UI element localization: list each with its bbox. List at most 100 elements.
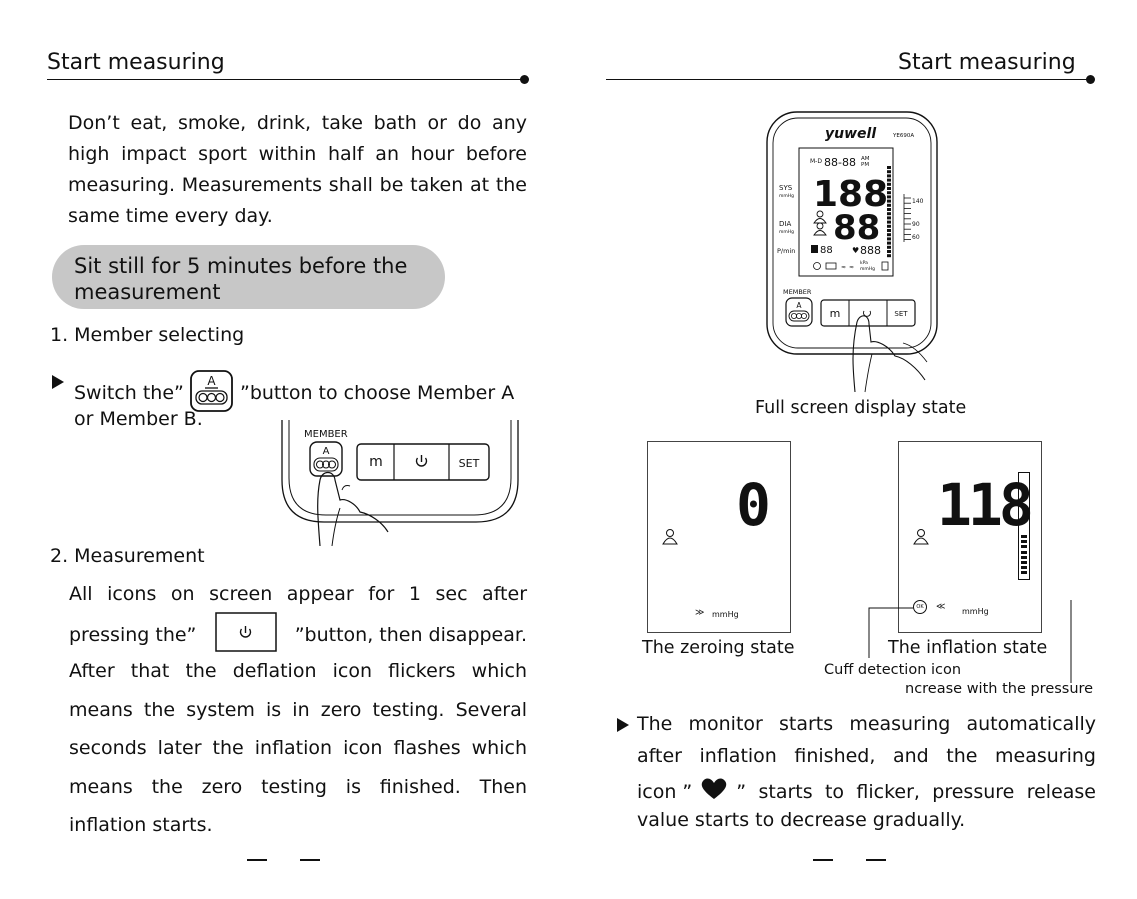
section1-title: 1. Member selecting — [50, 324, 245, 346]
bar-segment — [1021, 550, 1027, 554]
bar-segment — [887, 250, 891, 253]
device-power-icon — [863, 310, 871, 317]
right-header-rule — [606, 79, 1090, 80]
device-m-label: m — [830, 307, 841, 320]
device-a-label: A — [796, 301, 802, 310]
full-screen-caption: Full screen display state — [755, 398, 967, 418]
device-set-label: SET — [894, 310, 908, 318]
sys-digits: 188 — [813, 174, 888, 215]
cuff-ok-icon: OK — [913, 600, 927, 614]
heart-icon: ♥ — [852, 246, 859, 255]
heart-icon — [700, 777, 728, 806]
callout-lines — [819, 566, 1079, 694]
pressure-bar — [887, 166, 891, 258]
zeroing-caption: The zeroing state — [642, 638, 795, 658]
bullet-line3b: ” starts to flicker, pressure release — [736, 780, 1096, 803]
bar-segment — [887, 195, 891, 199]
model-label: YE690A — [892, 133, 914, 139]
section2-line1: All icons on screen appear for 1 sec aft… — [69, 583, 527, 605]
bullet-line3: icon ” ” starts to flicker, pressure rel… — [637, 777, 1096, 806]
md-label: M-D — [810, 158, 822, 165]
section2-line2: pressing the” ”button, then disappear. — [69, 612, 527, 657]
bar-segment — [887, 212, 891, 216]
member-a-button-label: A — [207, 374, 216, 388]
dia-label: DIA — [779, 220, 791, 228]
deflate-icon: ≈ — [849, 264, 854, 271]
inflation-value: 118 — [937, 471, 1034, 539]
power-button-icon — [214, 612, 277, 657]
right-header-title: Start measuring — [898, 50, 1076, 75]
dia-unit: mmHg — [779, 229, 794, 235]
member-a-icon — [813, 210, 827, 224]
member-a-button-icon: A — [190, 370, 234, 417]
date-digits: 88-88 — [824, 156, 856, 169]
zeroing-display: 0 ≫ mmHg — [647, 441, 791, 633]
intro-paragraph: Don’t eat, smoke, drink, take bath or do… — [68, 112, 527, 227]
bar-segment — [887, 174, 891, 178]
power-icon — [415, 455, 428, 467]
bullet-line3a: icon ” — [637, 780, 693, 803]
deflate-icon: ≫ — [695, 608, 705, 618]
section2-line2b: ”button, then disappear. — [294, 623, 527, 646]
section2-body: After that the deflation icon flickers w… — [69, 660, 527, 836]
right-header-dot — [1086, 75, 1095, 84]
illus1-set-label: SET — [459, 457, 480, 470]
member-b-icon — [813, 222, 827, 236]
bar-segment — [887, 237, 891, 241]
section1-text-b: ”button to choose Member A — [239, 382, 515, 404]
bar-segment — [1021, 540, 1027, 544]
bar-segment — [887, 216, 891, 220]
sit-still-pill: Sit still for 5 minutes before the measu… — [52, 245, 445, 309]
bar-segment — [1021, 555, 1027, 559]
inflate-icon: ≪ — [936, 602, 946, 612]
zero-member-icon — [662, 528, 678, 550]
cuff-icon — [813, 262, 821, 270]
bar-segment — [887, 182, 891, 186]
section2-title: 2. Measurement — [50, 545, 205, 567]
inflation-member-icon — [913, 528, 929, 550]
brand-logo: yuwell — [825, 126, 876, 142]
bullet-line2: after inflation finished, and the measur… — [637, 745, 1096, 767]
left-page-mark — [247, 859, 267, 861]
left-header-dot — [520, 75, 529, 84]
bar-segment — [1021, 535, 1027, 538]
zero-unit: mmHg — [712, 610, 739, 619]
right-page-mark — [813, 859, 833, 861]
am-label: AM — [861, 156, 870, 162]
kpa-label: kPa — [860, 260, 868, 266]
bar-segment — [887, 245, 891, 249]
bullet-line1: The monitor starts measuring automatical… — [637, 713, 1096, 735]
increase-label: ncrease with the pressure — [905, 681, 1094, 697]
bar-segment — [887, 229, 891, 232]
dia-digits: 88 — [833, 208, 880, 248]
section1-text: Switch the” A ”button to choose Member A — [74, 370, 514, 417]
bar-segment — [887, 233, 891, 237]
cuff-detection-label: Cuff detection icon — [824, 662, 962, 678]
bar-segment — [887, 178, 891, 182]
bar-segment — [1021, 571, 1027, 575]
inflate-icon: ≈ — [841, 264, 846, 271]
illus1-a-label: A — [323, 446, 330, 457]
bar-segment — [887, 166, 891, 169]
scale-140: 140 — [912, 198, 924, 205]
memory-icon — [811, 245, 818, 253]
left-header-title: Start measuring — [47, 50, 225, 75]
bar-segment — [887, 254, 891, 258]
bar-segment — [887, 187, 891, 190]
illus1-m-label: m — [369, 454, 383, 470]
bar-segment — [887, 170, 891, 174]
section1-text-c: or Member B. — [74, 408, 203, 430]
bar-segment — [887, 224, 891, 228]
memory-digits: 88 — [820, 245, 833, 256]
pressure-scale — [904, 197, 911, 241]
pm-label: PM — [861, 162, 869, 168]
bar-segment — [887, 208, 891, 211]
mmhg-label: mmHg — [860, 266, 875, 272]
inflation-pressure-bar — [1018, 472, 1030, 580]
battery-icon — [825, 262, 837, 270]
sys-label: SYS — [779, 184, 793, 192]
inflation-unit: mmHg — [962, 607, 989, 616]
pulse-digits: 888 — [860, 244, 881, 257]
bar-segment — [887, 241, 891, 245]
bar-segment — [887, 191, 891, 195]
